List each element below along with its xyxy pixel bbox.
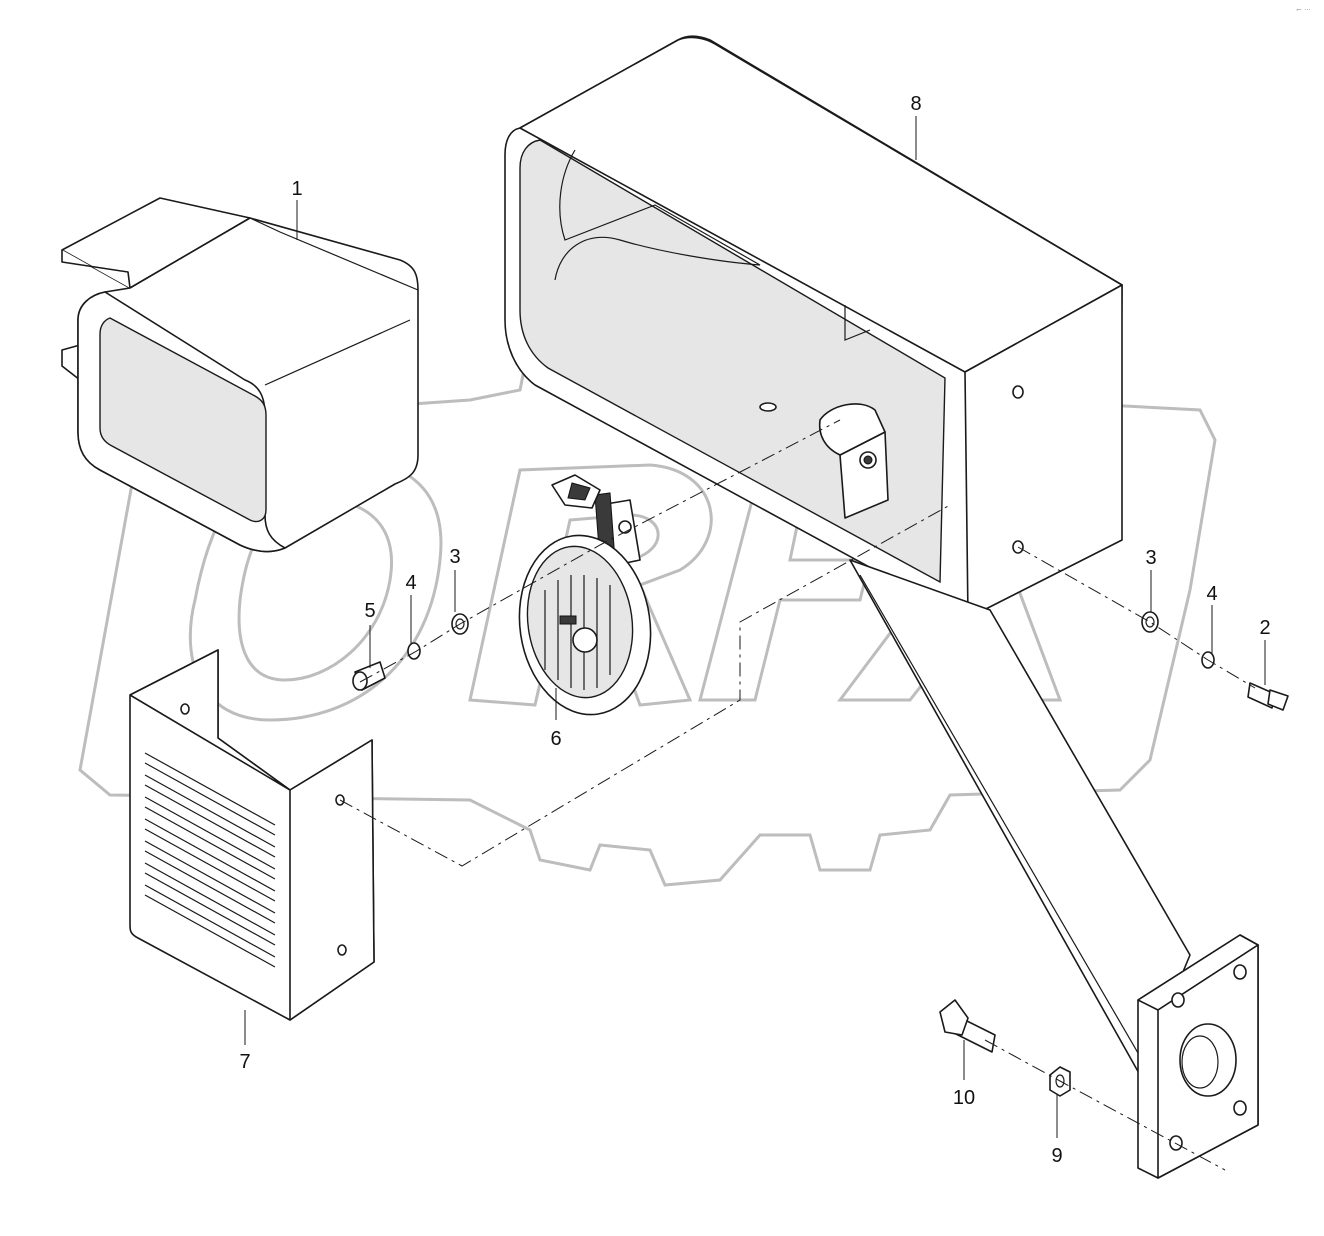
lower-bolt-icon — [939, 999, 996, 1053]
horn-icon — [518, 474, 652, 716]
housing-icon — [504, 35, 1191, 1076]
mounting-plate-icon — [1137, 934, 1259, 1179]
callout-10: 10 — [953, 1087, 975, 1109]
callout-3-left: 3 — [449, 546, 460, 568]
bolt-icon — [352, 661, 386, 691]
callout-2: 2 — [1259, 617, 1270, 639]
cover-icon — [61, 197, 419, 553]
watermark-letter-O — [188, 456, 443, 722]
callout-1: 1 — [291, 178, 302, 200]
leader-lines — [244, 116, 1266, 1138]
callout-3-right: 3 — [1145, 547, 1156, 569]
axis-right-fasteners — [1017, 546, 1256, 689]
right-washer-icon — [1141, 611, 1215, 669]
callout-6: 6 — [550, 728, 561, 750]
callout-4-left: 4 — [405, 572, 416, 594]
callout-4-right: 4 — [1206, 583, 1217, 605]
axis-grille — [339, 504, 951, 867]
bracket-icon — [818, 403, 889, 519]
axis-left-fasteners — [359, 419, 841, 683]
corner-mark: ⌐ ··· — [1296, 6, 1311, 14]
grille-icon — [129, 649, 375, 1021]
right-bolt-icon — [1247, 682, 1289, 711]
callout-9: 9 — [1051, 1145, 1062, 1167]
callout-7: 7 — [239, 1051, 250, 1073]
callout-5: 5 — [364, 600, 375, 622]
callout-8: 8 — [910, 93, 921, 115]
axis-lower — [984, 1039, 1226, 1171]
